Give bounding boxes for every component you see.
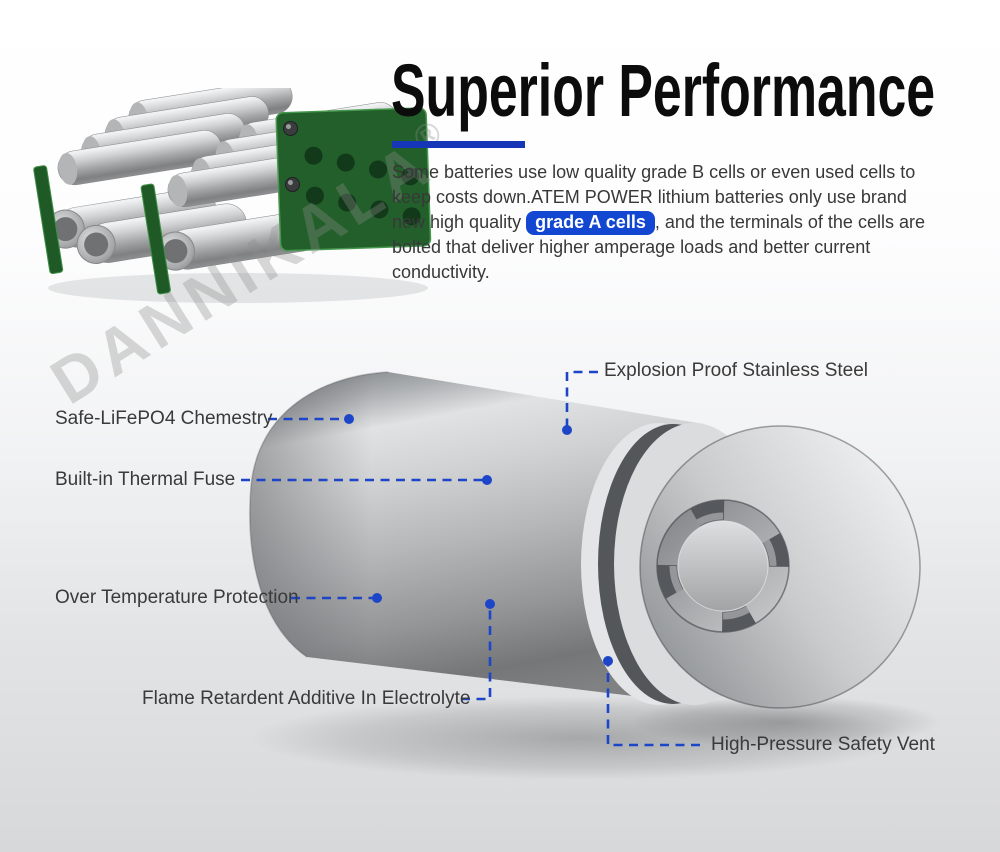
callout-label-flame-retardant: Flame Retardent Additive In Electrolyte [142,688,471,709]
pack-shadow [48,273,428,303]
cap-center-disc [677,520,769,612]
intro-paragraph: Some batteries use low quality grade B c… [392,160,937,285]
pack-right-plate [275,107,432,252]
plate-holes [304,146,421,226]
pack-left-plate [33,165,64,275]
intro-text-after: , and the terminals of the cells are bol… [392,212,925,282]
battery-body-outline [249,371,389,658]
plate-bolts [283,121,301,192]
battery-cap-shadow [630,696,940,748]
safety-vent-holes [657,500,789,632]
intro-text-before: Some batteries use low quality grade B c… [392,162,916,232]
battery-pack-image [33,88,432,303]
callout-label-over-temperature: Over Temperature Protection [55,587,299,608]
pack-module-right [140,102,432,295]
callout-label-chemistry: Safe-LiFePO4 Chemestry [55,408,273,429]
callout-label-safety-vent: High-Pressure Safety Vent [711,734,935,755]
title-underline [392,141,525,148]
grade-a-badge: grade A cells [526,211,655,235]
page-title: Superior Performance [391,49,936,132]
callout-label-explosion-proof: Explosion Proof Stainless Steel [604,360,869,381]
pack-cells-top-row [57,88,293,186]
pack-left-plate [140,183,171,295]
callout-label-thermal-fuse: Built-in Thermal Fuse [55,469,236,490]
